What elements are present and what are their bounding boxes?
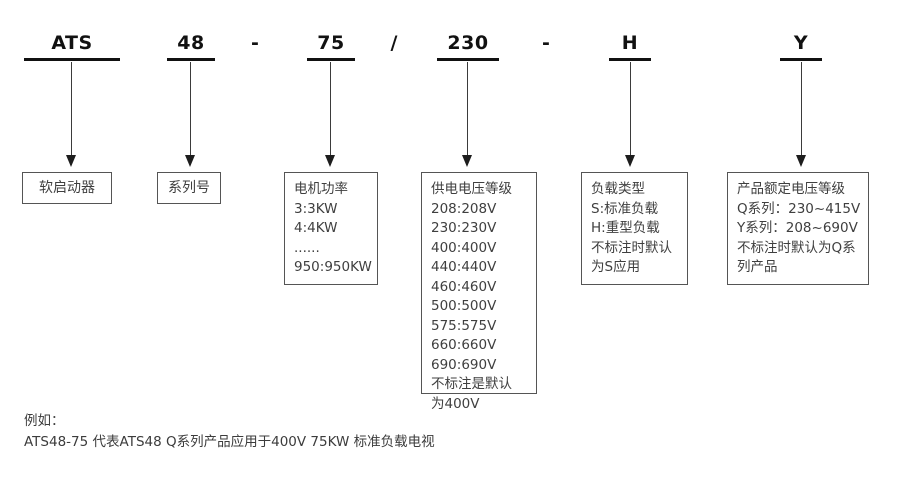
- arrow-head-icon: [625, 155, 635, 167]
- callout-rated-voltage-line-2: Y系列：208~690V: [737, 220, 858, 236]
- callout-product-type: 软启动器: [22, 172, 112, 204]
- model-token-h-underline: [609, 58, 651, 61]
- model-token-48: 48: [167, 32, 215, 61]
- callout-series-number-line-0: 系列号: [168, 180, 210, 196]
- callout-supply-voltage-line-3: 400:400V: [431, 239, 497, 256]
- callout-supply-voltage-line-1: 208:208V: [431, 200, 497, 217]
- model-separator-dash-2: -: [542, 32, 550, 54]
- callout-load-type-line-0: 负载类型: [591, 181, 645, 197]
- model-token-75-text: 75: [317, 32, 345, 54]
- model-token-h-text: H: [621, 32, 639, 54]
- callout-supply-voltage-line-0: 供电电压等级: [431, 181, 512, 197]
- arrow-shaft: [801, 62, 803, 155]
- arrow-to-rated-voltage-level: [796, 62, 807, 167]
- model-token-y-text: Y: [793, 32, 809, 54]
- arrow-head-icon: [796, 155, 806, 167]
- model-token-ats-underline: [24, 58, 120, 61]
- model-token-230-text: 230: [447, 32, 489, 54]
- model-token-ats: ATS: [24, 32, 120, 61]
- arrow-head-icon: [66, 155, 76, 167]
- model-token-48-text: 48: [177, 32, 205, 54]
- callout-supply-voltage-line-11: 为400V: [431, 395, 480, 412]
- arrow-to-motor-power: [325, 62, 336, 167]
- callout-motor-power-line-4: 950:950KW: [294, 259, 372, 275]
- callout-rated-voltage-level: 产品额定电压等级 Q系列：230~415V Y系列：208~690V 不标注时默…: [727, 172, 869, 285]
- callout-rated-voltage-line-4: 列产品: [737, 259, 778, 275]
- callout-supply-voltage-line-8: 660:660V: [431, 337, 497, 353]
- callout-supply-voltage-line-4: 440:440V: [431, 259, 497, 275]
- model-token-h: H: [609, 32, 651, 61]
- callout-series-number: 系列号: [157, 172, 221, 204]
- arrow-to-load-type: [625, 62, 636, 167]
- arrow-to-supply-voltage-level: [462, 62, 473, 167]
- model-token-y-underline: [780, 58, 822, 61]
- model-token-230-underline: [437, 58, 499, 61]
- arrow-shaft: [630, 62, 632, 155]
- arrow-shaft: [71, 62, 73, 155]
- example-note: 例如： ATS48-75 代表ATS48 Q系列产品应用于400V 75KW 标…: [24, 411, 435, 453]
- callout-motor-power-line-0: 电机功率: [294, 181, 348, 197]
- arrow-to-series-number: [185, 62, 196, 167]
- callout-supply-voltage-line-10: 不标注是默认: [431, 376, 512, 392]
- model-token-y: Y: [780, 32, 822, 61]
- callout-motor-power-line-3: ......: [294, 239, 320, 256]
- example-note-text: ATS48-75 代表ATS48 Q系列产品应用于400V 75KW 标准负载电…: [24, 434, 435, 450]
- callout-motor-power-line-1: 3:3KW: [294, 200, 338, 217]
- callout-rated-voltage-line-3: 不标注时默认为Q系: [737, 239, 856, 256]
- arrow-shaft: [190, 62, 192, 155]
- callout-rated-voltage-line-0: 产品额定电压等级: [737, 181, 845, 197]
- callout-supply-voltage-line-6: 500:500V: [431, 298, 497, 314]
- model-token-75-underline: [307, 58, 355, 61]
- arrow-head-icon: [462, 155, 472, 167]
- callout-rated-voltage-line-1: Q系列：230~415V: [737, 200, 861, 217]
- callout-load-type-line-3: 不标注时默认: [591, 239, 672, 256]
- model-token-75: 75: [307, 32, 355, 61]
- model-token-48-underline: [167, 58, 215, 61]
- model-separator-dash-1: -: [251, 32, 259, 54]
- arrow-head-icon: [325, 155, 335, 167]
- callout-load-type: 负载类型 S:标准负载 H:重型负载 不标注时默认 为S应用: [581, 172, 688, 285]
- callout-supply-voltage-line-7: 575:575V: [431, 317, 497, 334]
- callout-supply-voltage-level: 供电电压等级 208:208V 230:230V 400:400V 440:44…: [421, 172, 537, 412]
- callout-supply-voltage-line-2: 230:230V: [431, 220, 497, 236]
- callout-load-type-line-4: 为S应用: [591, 259, 641, 275]
- callout-motor-power: 电机功率 3:3KW 4:4KW ...... 950:950KW: [284, 172, 378, 285]
- callout-motor-power-line-2: 4:4KW: [294, 220, 338, 236]
- callout-load-type-line-2: H:重型负载: [591, 220, 660, 236]
- arrow-shaft: [467, 62, 469, 155]
- callout-load-type-line-1: S:标准负载: [591, 200, 659, 217]
- model-token-ats-text: ATS: [51, 32, 93, 54]
- callout-supply-voltage-line-5: 460:460V: [431, 278, 497, 295]
- callout-product-type-line-0: 软启动器: [39, 180, 95, 196]
- model-separator-slash: /: [390, 32, 398, 54]
- callout-supply-voltage-line-9: 690:690V: [431, 356, 497, 373]
- arrow-head-icon: [185, 155, 195, 167]
- model-token-230: 230: [437, 32, 499, 61]
- arrow-to-product-type: [66, 62, 77, 167]
- example-note-label: 例如：: [24, 413, 65, 429]
- arrow-shaft: [330, 62, 332, 155]
